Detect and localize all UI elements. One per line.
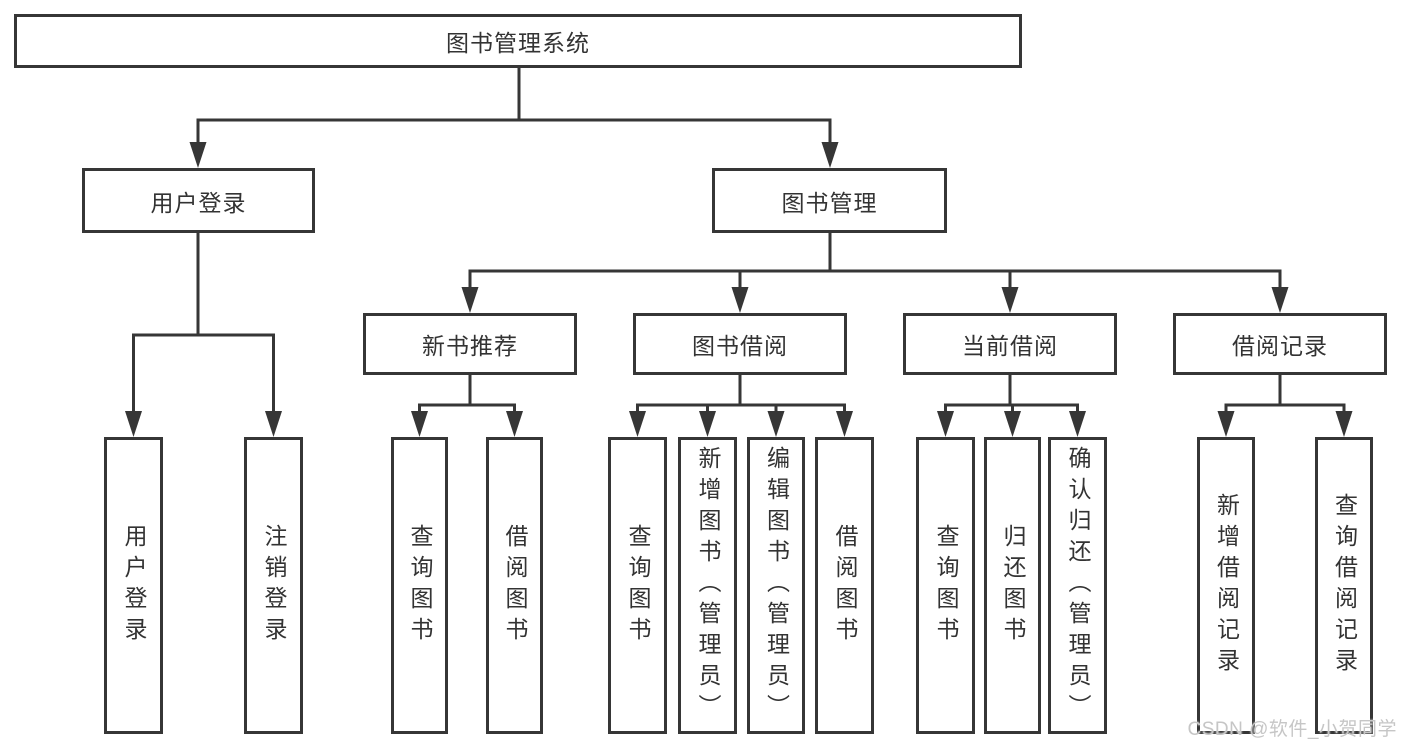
node-label: 图书管理 <box>781 189 878 216</box>
node-label: 借阅记录 <box>1232 333 1328 359</box>
node-label: 编辑图书（管理员） <box>763 446 790 725</box>
leaf-query-borrow-record: 查询借阅记录 <box>1315 437 1373 734</box>
node-label: 查询图书 <box>625 523 651 648</box>
leaf-confirm-return-admin: 确认归还（管理员） <box>1048 437 1107 734</box>
node-label: 确认归还（管理员） <box>1065 446 1091 725</box>
node-borrow-records: 借阅记录 <box>1173 313 1387 375</box>
leaf-query-books-current: 查询图书 <box>916 437 975 734</box>
node-label: 用户登录 <box>121 523 147 648</box>
node-label: 借阅图书 <box>832 523 858 648</box>
leaf-query-books-recommend: 查询图书 <box>391 437 448 734</box>
node-current-borrow: 当前借阅 <box>903 313 1117 375</box>
node-label: 图书管理系统 <box>446 30 590 56</box>
node-label: 借阅图书 <box>502 523 528 648</box>
node-user-login: 用户登录 <box>82 168 315 233</box>
leaf-query-books-borrow: 查询图书 <box>608 437 667 734</box>
node-label: 新增图书（管理员） <box>695 446 721 725</box>
node-book-management: 图书管理 <box>712 168 947 233</box>
node-label: 查询图书 <box>933 523 959 648</box>
node-label: 查询图书 <box>407 523 433 648</box>
leaf-borrow-books: 借阅图书 <box>815 437 874 734</box>
node-label: 新增借阅记录 <box>1213 492 1240 679</box>
leaf-edit-book-admin: 编辑图书（管理员） <box>747 437 805 734</box>
leaf-logout: 注销登录 <box>244 437 303 734</box>
node-label: 注销登录 <box>261 523 287 648</box>
arrowheads <box>125 142 1353 437</box>
node-label: 归还图书 <box>1000 523 1026 648</box>
node-label: 查询借阅记录 <box>1331 492 1358 679</box>
node-label: 用户登录 <box>150 189 247 216</box>
leaf-user-login: 用户登录 <box>104 437 163 734</box>
leaf-borrow-books-recommend: 借阅图书 <box>486 437 543 734</box>
node-label: 当前借阅 <box>962 333 1058 359</box>
node-label: 图书借阅 <box>692 333 788 359</box>
node-new-book-recommend: 新书推荐 <box>363 313 577 375</box>
leaf-return-book: 归还图书 <box>984 437 1041 734</box>
node-label: 新书推荐 <box>422 333 518 359</box>
leaf-add-borrow-record: 新增借阅记录 <box>1197 437 1255 734</box>
node-book-borrow: 图书借阅 <box>633 313 847 375</box>
node-library-management-system: 图书管理系统 <box>14 14 1022 68</box>
leaf-add-book-admin: 新增图书（管理员） <box>678 437 737 734</box>
watermark: CSDN @软件_小贺同学 <box>1187 719 1397 740</box>
